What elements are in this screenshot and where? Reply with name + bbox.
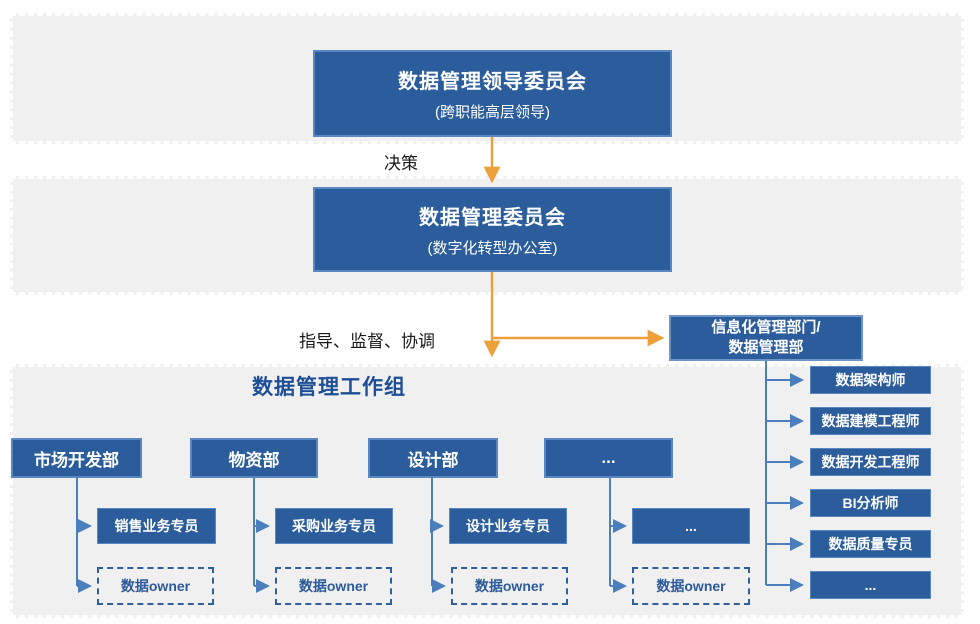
it-department-line1: 信息化管理部门/	[711, 318, 821, 336]
department-box-other: ...	[544, 438, 673, 478]
role-box-bi-analyst: BI分析师	[810, 489, 931, 517]
specialist-box-procurement: 采购业务专员	[275, 508, 393, 544]
specialist-box-other: ...	[632, 508, 750, 544]
top-committee-box: 数据管理领导委员会 (跨职能高层领导)	[313, 50, 672, 137]
it-roles-connectors	[765, 361, 804, 592]
data-owner-box-1: 数据owner	[97, 567, 214, 605]
mid-committee-subtitle: (数字化转型办公室)	[427, 240, 558, 257]
main-flow-arrows	[483, 137, 665, 358]
role-box-data-dev-engineer: 数据开发工程师	[810, 448, 931, 476]
top-committee-subtitle: (跨职能高层领导)	[435, 104, 550, 121]
data-owner-box-4: 数据owner	[632, 567, 750, 605]
role-box-data-architect: 数据架构师	[810, 366, 931, 394]
role-box-data-modeling-engineer: 数据建模工程师	[810, 407, 931, 435]
data-owner-box-2: 数据owner	[275, 567, 392, 605]
mid-committee-box: 数据管理委员会 (数字化转型办公室)	[313, 187, 672, 272]
data-owner-box-3: 数据owner	[451, 567, 568, 605]
department-box-design: 设计部	[368, 438, 498, 478]
department-box-market-dev: 市场开发部	[11, 438, 142, 478]
specialist-box-sales: 销售业务专员	[97, 508, 216, 544]
role-box-data-quality-specialist: 数据质量专员	[810, 530, 931, 558]
top-committee-title: 数据管理领导委员会	[398, 71, 587, 93]
decision-flow-label: 决策	[384, 154, 418, 173]
it-department-line2: 数据管理部	[728, 339, 804, 356]
it-department-box: 信息化管理部门/ 数据管理部	[669, 315, 863, 361]
background-band-bottom	[10, 364, 964, 618]
specialist-box-design: 设计业务专员	[449, 508, 567, 544]
workgroup-title: 数据管理工作组	[252, 376, 406, 399]
role-box-other: ...	[810, 571, 931, 599]
department-box-materials: 物资部	[190, 438, 318, 478]
guidance-flow-label: 指导、监督、协调	[299, 332, 435, 351]
department-connectors	[76, 478, 627, 593]
mid-committee-title: 数据管理委员会	[419, 207, 566, 229]
